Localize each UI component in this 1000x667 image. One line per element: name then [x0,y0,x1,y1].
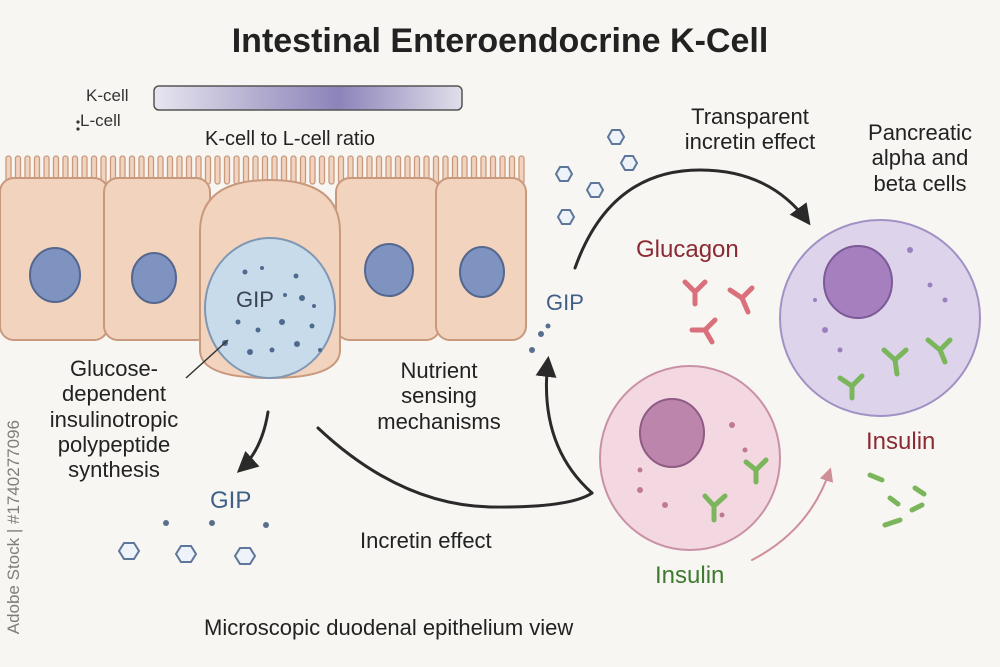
nucleus [131,252,177,304]
insulin-release-arrow [751,467,834,561]
microvillus [290,155,297,185]
legend-l-cell-label: L-cell [80,111,121,130]
microscopic-view-caption: Microscopic duodenal epithelium view [204,615,574,640]
alpha-cell-nucleus [823,245,893,319]
secretion-arrow [236,410,270,473]
nucleus [29,247,81,303]
microvillus [242,155,250,185]
nucleus [364,243,414,297]
k-cell [204,237,336,379]
microvillus [328,155,335,185]
alpha-cell [779,219,981,417]
gip-molecules [117,129,639,565]
microvillus [299,155,307,185]
watermark-text: Adobe Stock | #1740277096 [4,420,23,635]
pointer-line [185,339,229,379]
gip-particles [163,323,551,528]
legend-k-cell-label: K-cell [86,86,129,105]
insulin-label-alpha: Insulin [866,428,936,455]
microvillus [204,155,212,185]
incretin-effect-arrow [316,426,594,509]
diagram-title: Intestinal Enteroendocrine K-Cell [231,22,769,60]
beta-cell-nucleus [639,398,705,468]
microvillus [223,155,231,185]
legend-dot [76,127,80,131]
microvillus [233,155,240,185]
insulin-molecules [702,337,953,528]
microvillus [318,155,326,185]
ratio-bar [153,85,463,111]
gip-label-lower: GIP [210,487,252,514]
beta-cell [599,365,781,551]
nutrient-sensing-arrow [535,355,594,495]
duodenal-epithelium [0,155,527,380]
transparent-incretin-arrow [573,168,811,270]
nucleus [459,246,505,298]
legend-dot [76,120,80,124]
microvillus [214,155,221,185]
glucagon-molecules [682,279,755,345]
incretin-effect-label: Incretin effect [360,528,492,553]
ratio-legend [76,85,463,131]
gip-label-k-cell: GIP [236,287,274,312]
glucagon-label: Glucagon [636,236,739,263]
microvillus [309,155,316,185]
gip-granules [222,266,322,355]
insulin-label-beta: Insulin [655,562,725,589]
ratio-caption: K-cell to L-cell ratio [205,128,376,150]
gip-label-upper: GIP [546,290,584,315]
arrows [236,168,834,561]
